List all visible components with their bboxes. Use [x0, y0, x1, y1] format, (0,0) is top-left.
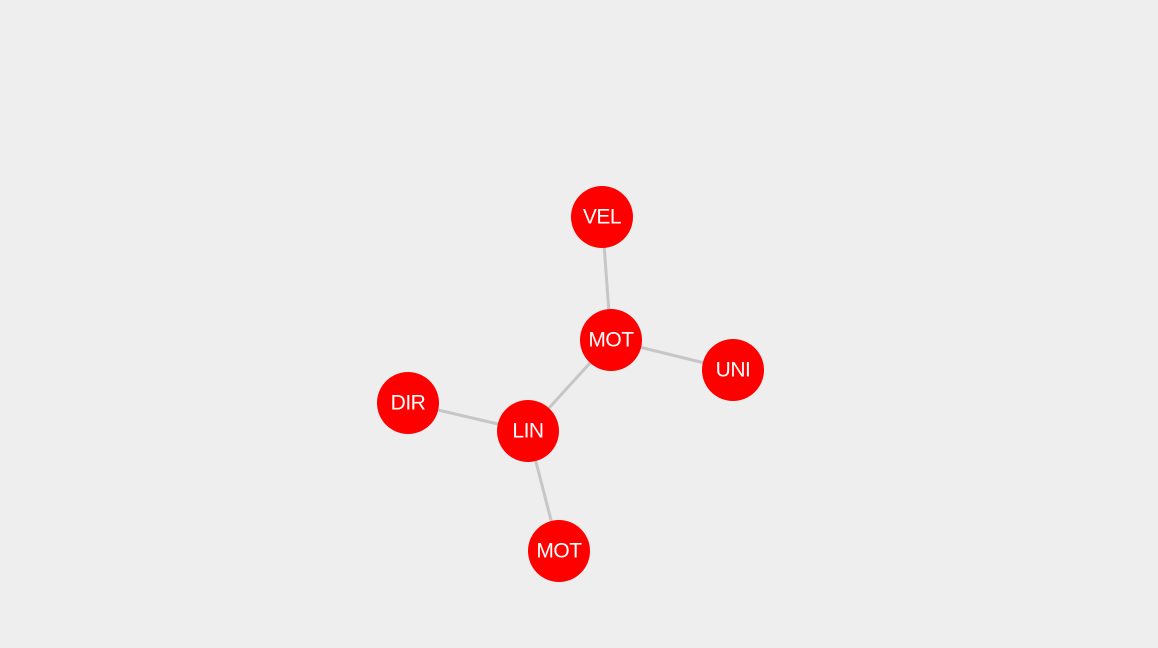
edges-layer [407, 216, 734, 552]
node-uni-circle [702, 339, 764, 401]
node-lin-circle [497, 400, 559, 462]
node-lin-label: LIN [512, 420, 543, 443]
node-mot2[interactable]: MOT [528, 520, 590, 582]
node-dir-circle [377, 372, 439, 434]
node-vel-label: VEL [583, 206, 621, 229]
node-lin[interactable]: LIN [497, 400, 559, 462]
nodes-layer: VEL MOT UNI DIR LIN MOT [377, 186, 764, 582]
node-mot1-label: MOT [588, 329, 634, 352]
node-mot2-label: MOT [536, 540, 582, 563]
node-vel[interactable]: VEL [571, 186, 633, 248]
node-mot1[interactable]: MOT [580, 309, 642, 371]
node-uni-label: UNI [716, 359, 751, 382]
node-uni[interactable]: UNI [702, 339, 764, 401]
node-vel-circle [571, 186, 633, 248]
node-mot2-circle [528, 520, 590, 582]
node-dir[interactable]: DIR [377, 372, 439, 434]
node-dir-label: DIR [391, 392, 426, 415]
node-mot1-circle [580, 309, 642, 371]
